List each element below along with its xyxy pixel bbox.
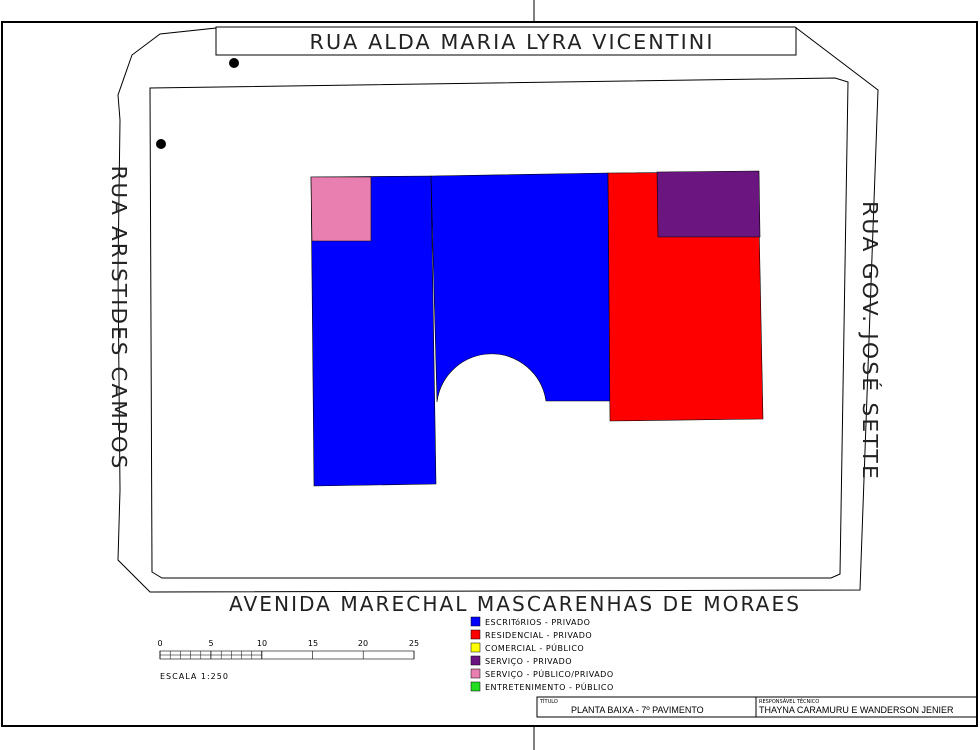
legend-label-servico-privado: SERVIÇO - PRIVADO [485, 657, 572, 666]
block-outline [117, 26, 879, 593]
street-name-south: AVENIDA MARECHAL MASCARENHAS DE MORAES [229, 592, 801, 616]
zone-escritorios-left [310, 175, 437, 487]
legend-label-servico-publico-privado: SERVIÇO - PÚBLICO/PRIVADO [485, 668, 614, 679]
title-block: TÍTULO PLANTA BAIXA - 7º PAVIMENTO RESPO… [536, 696, 978, 718]
scale-label: ESCALA 1:250 [160, 672, 229, 681]
titulo-label: TÍTULO [539, 698, 558, 705]
sheet-border [1, 21, 978, 727]
marker-dot-west [156, 139, 166, 149]
legend-label-escritorios: ESCRITóRIOS - PRIVADO [485, 617, 590, 627]
responsavel-label: RESPONSÁVEL TÉCNICO [759, 697, 819, 705]
street-name-north: RUA ALDA MARIA LYRA VICENTINI [310, 30, 715, 54]
scale-tick-label-10: 10 [257, 639, 267, 648]
legend-swatch-comercial [470, 642, 481, 653]
scale-bar-major-ticks [159, 651, 415, 659]
street-name-east: RUA GOV. JOSÉ SETTE [858, 201, 882, 481]
responsavel-value: THAYNA CARAMURU E WANDERSON JENIER [759, 705, 954, 715]
titulo-value: PLANTA BAIXA - 7º PAVIMENTO [571, 705, 704, 715]
scale-tick-label-5: 5 [208, 639, 213, 648]
legend-swatch-servico-privado [470, 655, 481, 666]
street-name-west: RUA ARISTIDES CAMPOS [107, 166, 131, 471]
zone-servico-publico-privado [310, 176, 372, 242]
legend-label-comercial: COMERCIAL - PÚBLICO [485, 642, 584, 653]
title-block-frame [536, 696, 978, 718]
scale-bar-fine-ticks [159, 651, 263, 659]
legend-label-residencial: RESIDENCIAL - PRIVADO [485, 631, 592, 640]
legend-swatch-residencial [470, 629, 481, 640]
lot-outline [149, 77, 849, 579]
scale-tick-label-0: 0 [157, 639, 162, 648]
legend-swatch-entretenimento [470, 681, 481, 692]
zone-servico-privado [656, 170, 761, 238]
marker-dot-north [229, 58, 239, 68]
north-street-strip [215, 27, 797, 56]
legend: ESCRITóRIOS - PRIVADO RESIDENCIAL - PRIV… [470, 616, 614, 692]
scale-tick-label-25: 25 [409, 639, 419, 648]
legend-swatch-servico-publico-privado [470, 668, 481, 679]
scale-tick-label-20: 20 [358, 639, 368, 648]
legend-label-entretenimento: ENTRETENIMENTO - PÚBLICO [485, 681, 614, 692]
zone-escritorios-center [430, 172, 611, 403]
legend-swatch-escritorios [470, 616, 481, 627]
scale-bar: 0 5 10 15 20 25 ESCALA 1:250 [157, 639, 419, 681]
scale-tick-label-15: 15 [308, 639, 318, 648]
